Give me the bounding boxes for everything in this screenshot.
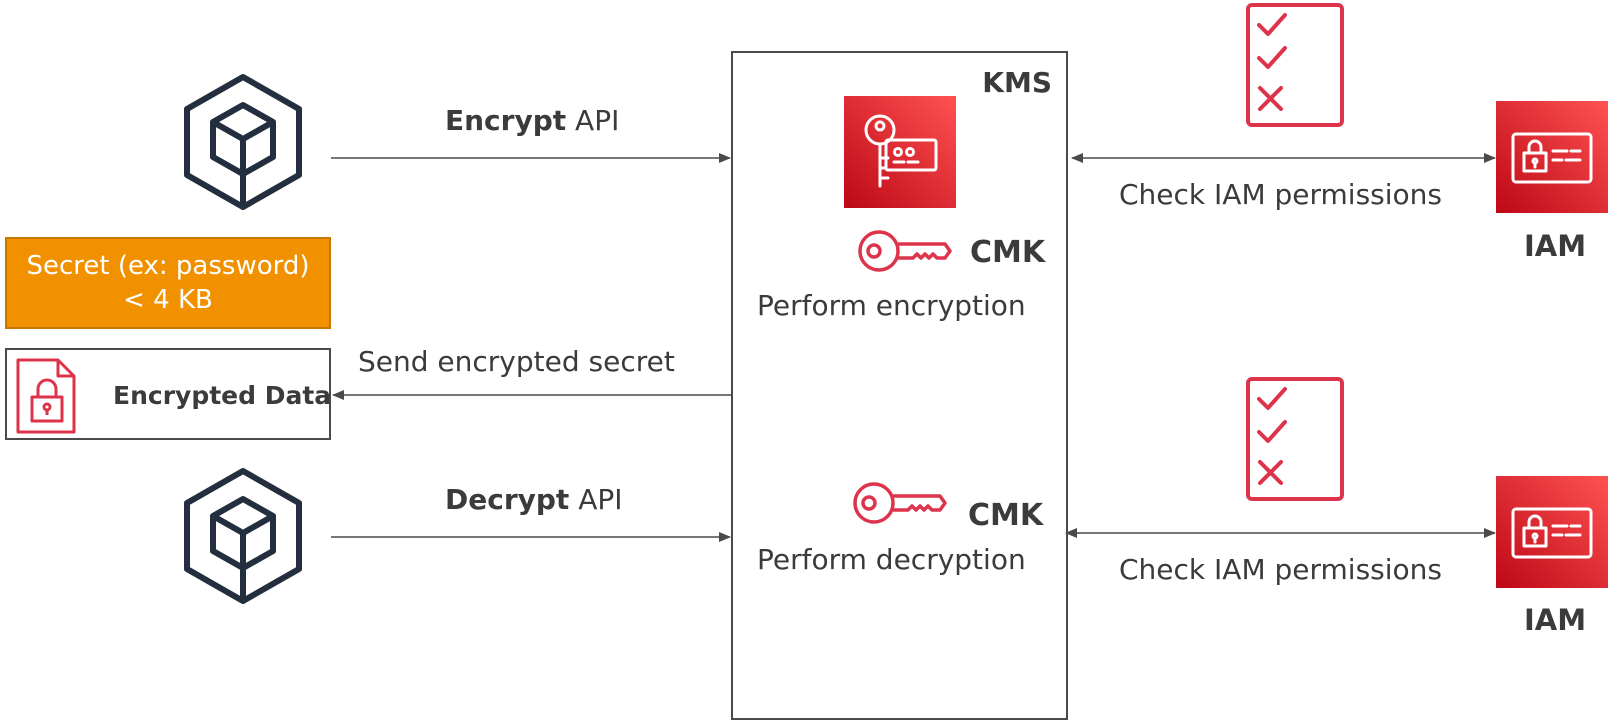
locked-document-icon xyxy=(16,358,76,434)
iam-bottom-label: IAM xyxy=(1524,603,1587,637)
check-iam-top-label: Check IAM permissions xyxy=(1119,178,1442,211)
secret-line2: < 4 KB xyxy=(123,285,213,315)
iam-id-card-icon xyxy=(1496,476,1608,588)
encrypted-data-label: Encrypted Data xyxy=(113,381,332,410)
check-iam-bottom-label: Check IAM permissions xyxy=(1119,553,1442,586)
cmk-top-label: CMK xyxy=(970,235,1046,270)
kms-title: KMS xyxy=(982,66,1052,99)
key-icon xyxy=(858,230,952,272)
cube-icon xyxy=(184,468,302,604)
cube-icon xyxy=(184,74,302,210)
secret-box: Secret (ex: password) < 4 KB xyxy=(5,237,331,329)
send-encrypted-label: Send encrypted secret xyxy=(358,345,675,378)
perform-encryption-label: Perform encryption xyxy=(757,289,1026,322)
kms-box: KMS xyxy=(731,51,1068,720)
encrypted-data-box: Encrypted Data xyxy=(5,348,331,440)
decrypt-api-bold: Decrypt xyxy=(445,483,570,516)
key-icon xyxy=(853,482,947,524)
checklist-icon xyxy=(1246,377,1344,501)
checklist-icon xyxy=(1246,3,1344,127)
decrypt-api-label: Decrypt API xyxy=(445,483,623,516)
encrypt-api-rest: API xyxy=(566,104,620,137)
perform-decryption-label: Perform decryption xyxy=(757,543,1026,576)
encrypt-api-label: Encrypt API xyxy=(445,104,619,137)
encrypt-api-bold: Encrypt xyxy=(445,104,567,137)
secret-line1: Secret (ex: password) xyxy=(26,251,310,281)
kms-key-card-icon xyxy=(844,96,956,208)
decrypt-api-rest: API xyxy=(569,483,623,516)
iam-top-label: IAM xyxy=(1524,229,1587,263)
iam-id-card-icon xyxy=(1496,101,1608,213)
cmk-bottom-label: CMK xyxy=(968,498,1044,533)
